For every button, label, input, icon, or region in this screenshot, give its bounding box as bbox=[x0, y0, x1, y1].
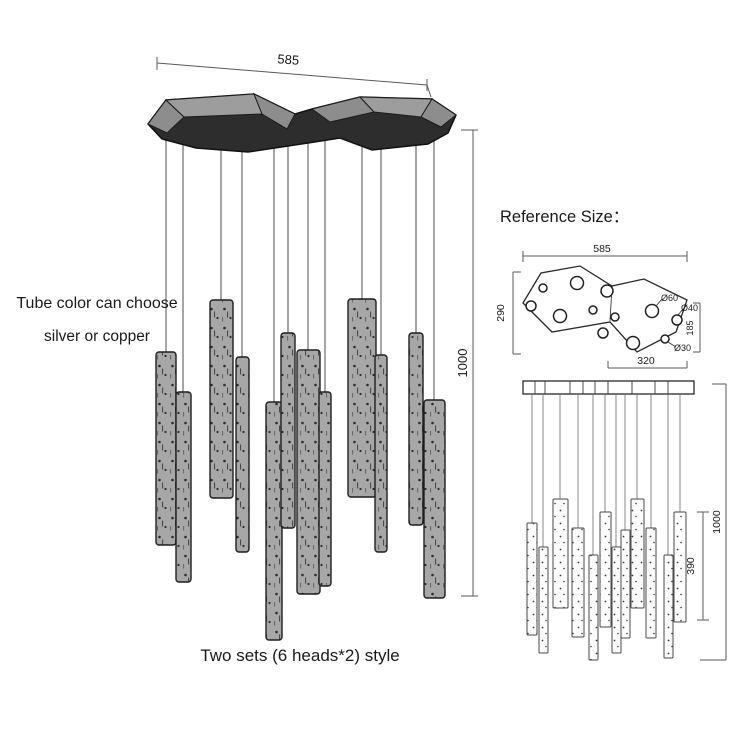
main-illustration: 585 1000 bbox=[147, 51, 478, 641]
front-drop-dimension: 1000 bbox=[700, 383, 727, 661]
tube-holes bbox=[525, 275, 683, 351]
main-drop-dimension: 1000 bbox=[455, 129, 478, 597]
front-canopy-bar bbox=[522, 380, 695, 395]
top-depth-dimension: 290 bbox=[495, 271, 521, 355]
front-tube bbox=[620, 529, 631, 639]
pendant-tube bbox=[318, 391, 332, 587]
hole-small-callout: Ø30 bbox=[667, 341, 691, 353]
pendant-tube bbox=[280, 332, 296, 529]
tube-hole bbox=[552, 308, 568, 324]
front-wires bbox=[531, 394, 681, 556]
canopy-3d bbox=[147, 92, 457, 153]
front-tube bbox=[663, 554, 674, 659]
dim-label-hole-small: Ø30 bbox=[674, 343, 691, 353]
canopy-facet bbox=[253, 92, 296, 130]
tube-hole bbox=[569, 275, 585, 291]
top-panel-width-dimension: 320 bbox=[607, 355, 688, 369]
suspension-wires bbox=[165, 132, 435, 404]
tube-hole bbox=[660, 334, 670, 344]
hole-large-callout: Ø60 bbox=[655, 293, 678, 307]
tube-color-note-line2: silver or copper bbox=[44, 328, 150, 345]
front-tube bbox=[526, 522, 538, 636]
tube-hole bbox=[525, 300, 537, 312]
tube-hole bbox=[671, 314, 683, 326]
dim-label-hole-medium: Ø40 bbox=[681, 303, 698, 313]
light-tubes bbox=[155, 298, 446, 641]
front-tube bbox=[611, 546, 622, 654]
dim-label-top-panel-width: 320 bbox=[637, 355, 655, 367]
pendant-tube bbox=[235, 356, 250, 553]
front-tube bbox=[673, 511, 687, 623]
front-tube bbox=[538, 546, 549, 654]
pendant-tube bbox=[423, 399, 446, 599]
canopy-facet bbox=[164, 93, 263, 118]
dim-label-front-drop: 1000 bbox=[711, 510, 723, 534]
tube-hole bbox=[610, 312, 620, 322]
front-tube bbox=[552, 498, 569, 609]
pendant-tube bbox=[175, 391, 192, 583]
tube-hole bbox=[600, 284, 614, 298]
front-tube bbox=[630, 498, 645, 609]
front-tubes bbox=[526, 498, 687, 661]
front-tube bbox=[588, 554, 599, 661]
tube-hole bbox=[588, 305, 598, 315]
canopy-facet bbox=[420, 98, 457, 128]
dim-label-top-offset: 185 bbox=[685, 320, 695, 335]
top-view: 585 290 bbox=[495, 243, 701, 369]
dim-label-top-depth: 290 bbox=[495, 304, 507, 322]
reference-section: Reference Size： 585 290 bbox=[495, 208, 727, 661]
pendant-tube bbox=[296, 349, 321, 595]
pendant-tube bbox=[209, 299, 234, 499]
top-width-dimension: 585 bbox=[522, 243, 688, 262]
front-tube bbox=[645, 527, 657, 639]
dim-label-main-width: 585 bbox=[277, 51, 300, 67]
dim-label-front-tube-length: 390 bbox=[685, 557, 697, 575]
main-width-dimension: 585 bbox=[156, 51, 432, 98]
dim-label-top-width: 585 bbox=[593, 243, 611, 255]
front-view: 390 1000 bbox=[522, 380, 727, 661]
front-tube-length-dimension: 390 bbox=[685, 511, 709, 621]
tube-hole bbox=[597, 327, 609, 339]
canopy-plan-outline bbox=[522, 265, 688, 353]
pendant-tube bbox=[155, 351, 177, 546]
tube-hole bbox=[625, 335, 641, 351]
tube-hole bbox=[644, 303, 660, 319]
front-tube bbox=[571, 527, 585, 638]
tube-hole bbox=[538, 283, 548, 293]
front-tube bbox=[599, 511, 612, 628]
pendant-tube bbox=[265, 401, 283, 641]
dim-label-main-drop: 1000 bbox=[455, 349, 470, 378]
tube-color-note-line1: Tube color can choose bbox=[16, 295, 177, 312]
front-canopy-rect bbox=[522, 380, 695, 395]
hole-medium-callout: Ø40 bbox=[677, 303, 698, 316]
pendant-tube bbox=[374, 354, 388, 553]
style-caption: Two sets (6 heads*2) style bbox=[200, 646, 399, 665]
top-offset-dimension: 185 bbox=[685, 302, 701, 353]
pendant-tube bbox=[347, 298, 377, 498]
dim-label-hole-large: Ø60 bbox=[661, 293, 678, 303]
reference-title: Reference Size： bbox=[500, 208, 629, 226]
pendant-tube bbox=[408, 332, 424, 526]
